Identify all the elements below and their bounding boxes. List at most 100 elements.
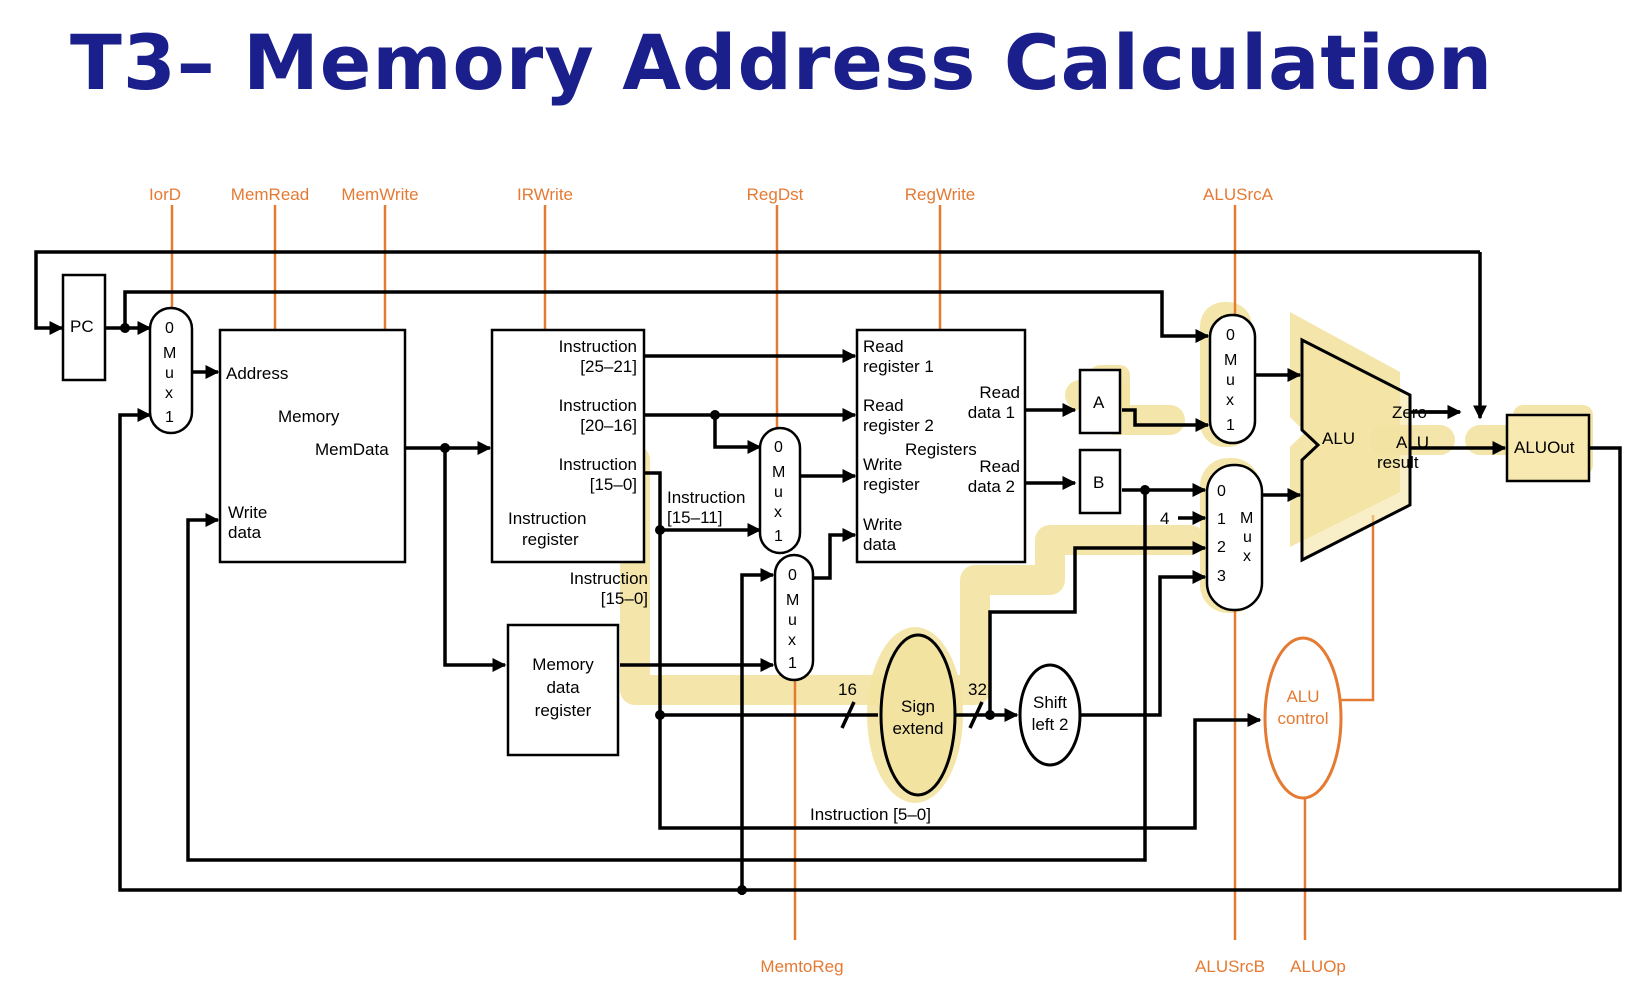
svg-text:Shift: Shift <box>1033 693 1067 712</box>
svg-text:M: M <box>1224 352 1237 369</box>
svg-text:ALU: ALU <box>1286 687 1319 706</box>
imm-label-a: Instruction <box>570 569 648 588</box>
imm-label-b: [15–0] <box>601 589 648 608</box>
svg-text:Read: Read <box>979 383 1020 402</box>
svg-text:1: 1 <box>165 409 174 426</box>
svg-text:Instruction: Instruction <box>559 396 637 415</box>
svg-text:Read: Read <box>863 396 904 415</box>
svg-text:register 2: register 2 <box>863 416 934 435</box>
svg-text:1: 1 <box>1226 417 1235 434</box>
control-lines <box>170 205 1375 940</box>
aluout-label: ALUOut <box>1514 438 1575 457</box>
svg-text:M: M <box>163 345 176 362</box>
svg-text:register: register <box>522 530 579 549</box>
svg-text:Memory: Memory <box>278 407 340 426</box>
alusrca-mux: 0 M u x 1 <box>1208 313 1257 445</box>
svg-text:MemData: MemData <box>315 440 389 459</box>
sign-extend: Sign extend <box>879 633 957 797</box>
memory-data-register: Memory data register <box>506 623 620 757</box>
pc-register <box>61 273 107 382</box>
svg-text:0: 0 <box>774 439 783 456</box>
svg-text:1: 1 <box>774 528 783 545</box>
svg-text:register 1: register 1 <box>863 357 934 376</box>
svg-text:Write: Write <box>863 455 902 474</box>
shift-left-2: Shift left 2 <box>1018 663 1082 767</box>
svg-text:[20–16]: [20–16] <box>580 416 637 435</box>
svg-text:Read: Read <box>863 337 904 356</box>
svg-text:Instruction: Instruction <box>508 509 586 528</box>
svg-text:M: M <box>772 464 785 481</box>
pc-label: PC <box>70 317 94 336</box>
control-signal-labels: IorD MemRead MemWrite IRWrite RegDst Reg… <box>149 185 1346 976</box>
regwrite-signal: RegWrite <box>905 185 976 204</box>
memtoreg-mux: 0 M u x 1 <box>773 553 815 682</box>
regdst-signal: RegDst <box>747 185 804 204</box>
svg-text:register: register <box>863 475 920 494</box>
svg-text:M: M <box>1240 510 1253 527</box>
svg-text:u: u <box>1226 372 1235 389</box>
svg-text:0: 0 <box>1226 327 1235 344</box>
svg-text:Memory: Memory <box>532 655 594 674</box>
svg-text:[25–21]: [25–21] <box>580 357 637 376</box>
svg-text:3: 3 <box>1217 568 1226 585</box>
const-four: 4 <box>1160 509 1169 528</box>
svg-text:u: u <box>165 365 174 382</box>
svg-text:Instruction: Instruction <box>559 337 637 356</box>
memread-signal: MemRead <box>231 185 309 204</box>
page-title: T3– Memory Address Calculation <box>70 18 1494 107</box>
rd-label-b: [15–11] <box>667 508 722 527</box>
bits-out-label: 32 <box>968 680 987 699</box>
alu: ALU Zero ALU result <box>1300 337 1429 563</box>
instruction-register: Instruction [25–21] Instruction [20–16] … <box>490 328 646 564</box>
a-label: A <box>1093 393 1105 412</box>
svg-text:u: u <box>788 612 797 629</box>
bits-in-label: 16 <box>838 680 857 699</box>
svg-text:x: x <box>788 632 796 649</box>
alusrca-signal: ALUSrcA <box>1203 185 1274 204</box>
svg-text:1: 1 <box>1217 511 1226 528</box>
aluout-register <box>1505 413 1591 483</box>
irwrite-signal: IRWrite <box>517 185 573 204</box>
svg-text:data: data <box>546 678 580 697</box>
svg-text:2: 2 <box>1217 539 1226 556</box>
svg-text:[15–0]: [15–0] <box>590 475 637 494</box>
alu-control: ALU control <box>1263 636 1343 800</box>
b-register <box>1078 448 1122 515</box>
svg-text:Write: Write <box>863 515 902 534</box>
svg-text:Registers: Registers <box>905 440 977 459</box>
iord-signal: IorD <box>149 185 181 204</box>
svg-text:x: x <box>165 385 173 402</box>
memtoreg-signal: MemtoReg <box>760 957 843 976</box>
svg-text:Address: Address <box>226 364 288 383</box>
svg-text:Write: Write <box>228 503 267 522</box>
iord-mux: 0 M u x 1 <box>148 306 194 435</box>
rd-label-a: Instruction <box>667 488 745 507</box>
svg-text:Sign: Sign <box>901 697 935 716</box>
svg-text:result: result <box>1377 453 1419 472</box>
svg-text:0: 0 <box>788 567 797 584</box>
svg-text:0: 0 <box>1217 483 1226 500</box>
svg-text:x: x <box>774 504 782 521</box>
a-register <box>1078 368 1122 435</box>
svg-text:ALU: ALU <box>1322 429 1355 448</box>
alusrcb-signal: ALUSrcB <box>1195 957 1265 976</box>
svg-text:Read: Read <box>979 457 1020 476</box>
data-wires <box>34 250 1622 895</box>
memwrite-signal: MemWrite <box>341 185 418 204</box>
register-file: Read register 1 Read register 2 Register… <box>855 328 1027 564</box>
b-label: B <box>1093 473 1104 492</box>
svg-text:Zero: Zero <box>1392 403 1427 422</box>
svg-text:u: u <box>1243 529 1252 546</box>
svg-text:0: 0 <box>165 320 174 337</box>
svg-text:x: x <box>1243 548 1251 565</box>
svg-text:left 2: left 2 <box>1032 715 1069 734</box>
svg-text:control: control <box>1277 709 1328 728</box>
regdst-mux: 0 M u x 1 <box>758 426 802 555</box>
svg-text:data: data <box>863 535 897 554</box>
svg-text:M: M <box>786 592 799 609</box>
svg-text:u: u <box>774 484 783 501</box>
svg-text:register: register <box>535 701 592 720</box>
svg-text:data 1: data 1 <box>968 403 1015 422</box>
svg-text:data 2: data 2 <box>968 477 1015 496</box>
